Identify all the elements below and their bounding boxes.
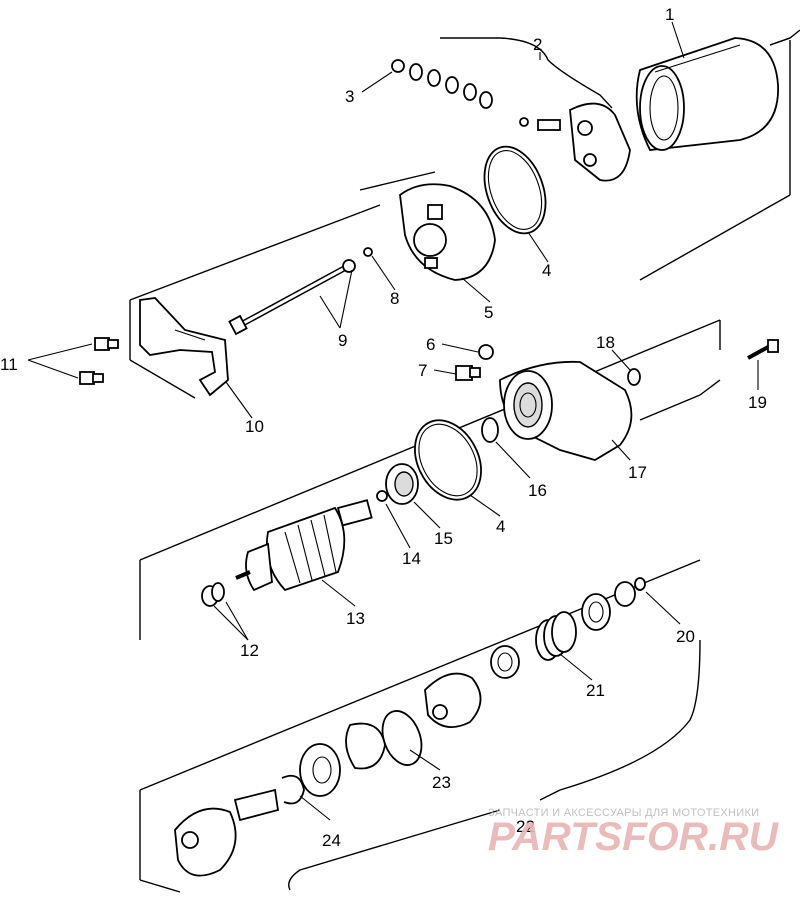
callout-19: 19 xyxy=(748,393,767,412)
small-ring xyxy=(363,247,373,257)
callout-7: 7 xyxy=(418,361,427,380)
callout-3: 3 xyxy=(345,87,354,106)
rear-cover xyxy=(399,183,496,281)
callout-12: 12 xyxy=(240,641,259,660)
housing-washer-bolt xyxy=(627,339,779,386)
callout-20: 20 xyxy=(676,627,695,646)
callout-16: 16 xyxy=(528,481,547,500)
callout-4-lower: 4 xyxy=(496,517,505,536)
callout-13: 13 xyxy=(346,609,365,628)
armature xyxy=(235,499,373,592)
callout-5: 5 xyxy=(484,303,493,322)
callout-1: 1 xyxy=(665,5,674,24)
callout-21: 21 xyxy=(586,681,605,700)
callout-6: 6 xyxy=(426,335,435,354)
brush-holder xyxy=(519,102,631,182)
bearing xyxy=(376,463,419,505)
o-ring-upper xyxy=(483,145,547,235)
armature-washers xyxy=(201,582,225,607)
callout-23: 23 xyxy=(432,773,451,792)
watermark-tagline: ЗАПЧАСТИ И АКСЕССУАРЫ ДЛЯ МОТОТЕХНИКИ xyxy=(488,807,759,819)
callout-24: 24 xyxy=(322,831,341,850)
callout-2: 2 xyxy=(533,35,542,54)
callout-22: 22 xyxy=(516,817,535,836)
terminal-nut-bolt xyxy=(455,344,494,381)
callout-15: 15 xyxy=(434,529,453,548)
callout-18: 18 xyxy=(596,333,615,352)
washer-stack xyxy=(391,59,493,109)
yoke-case xyxy=(635,37,779,151)
watermark: ЗАПЧАСТИ И АКСЕССУАРЫ ДЛЯ МОТОТЕХНИКИ PA… xyxy=(488,807,779,859)
drive-parts xyxy=(174,577,646,877)
o-ring-lower xyxy=(414,417,499,501)
bracket-bolts xyxy=(79,337,119,385)
callout-9: 9 xyxy=(338,331,347,350)
mounting-bracket xyxy=(139,297,229,397)
callout-10: 10 xyxy=(245,417,264,436)
watermark-logo: PARTSFOR.RU xyxy=(488,815,779,859)
front-housing xyxy=(499,360,633,461)
callout-8: 8 xyxy=(390,289,399,308)
callout-17: 17 xyxy=(628,463,647,482)
callout-labels: 1 2 3 4 5 6 7 8 9 10 11 12 13 14 15 4 16… xyxy=(0,5,767,850)
callout-14: 14 xyxy=(402,549,421,568)
callout-11: 11 xyxy=(0,355,18,374)
assembly-outline xyxy=(129,29,800,893)
leader-lines xyxy=(27,21,759,821)
through-bolt xyxy=(228,259,356,336)
callout-4-upper: 4 xyxy=(542,261,551,280)
